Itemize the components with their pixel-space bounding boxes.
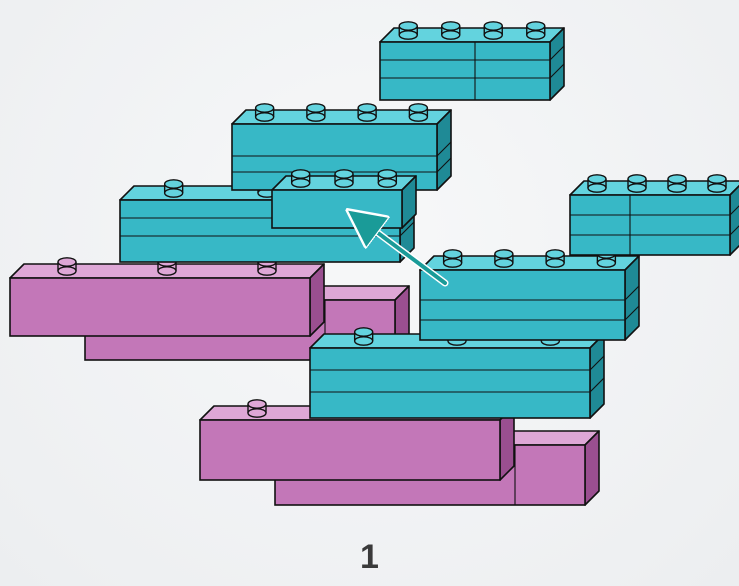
stud <box>442 249 463 268</box>
diagonal-arrow-icon <box>358 218 449 287</box>
teal-plate-being-added <box>271 169 417 229</box>
teal-plate-stack-top <box>379 21 565 101</box>
stud <box>667 174 687 193</box>
stud <box>627 174 647 193</box>
teal-plate-stack-top <box>569 174 739 256</box>
stud <box>494 249 514 268</box>
arrow-shaft <box>362 221 447 285</box>
stud <box>357 103 377 122</box>
stud <box>398 21 418 40</box>
stud <box>254 103 275 122</box>
step-number: 1 <box>360 538 379 576</box>
stud <box>290 169 311 188</box>
upper-purple-brick <box>9 257 325 337</box>
stud <box>57 257 77 276</box>
stud <box>587 174 607 193</box>
stud <box>163 179 184 198</box>
stud <box>483 21 503 40</box>
stud <box>441 21 461 40</box>
stud <box>306 103 326 122</box>
stud <box>707 174 727 193</box>
stud <box>377 169 398 188</box>
stud <box>526 21 546 40</box>
stud <box>353 327 374 346</box>
assembly-in-progress <box>9 21 565 361</box>
teal-plate-stack-left <box>309 327 605 419</box>
stud <box>247 399 267 418</box>
stud <box>408 103 429 122</box>
stud <box>545 249 565 268</box>
stud <box>334 169 354 188</box>
teal-brick-middle <box>419 249 640 341</box>
assembly-reference <box>199 174 739 506</box>
